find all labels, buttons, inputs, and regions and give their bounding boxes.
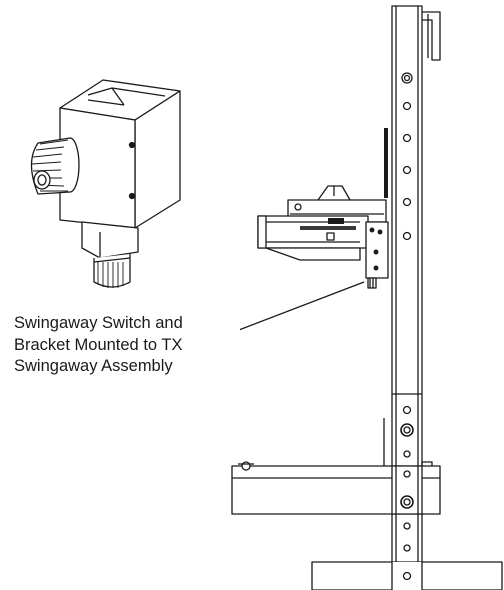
callout-line-1: Swingaway Switch and — [14, 314, 183, 332]
tx-frame-drawing — [217, 5, 503, 590]
callout-label: Swingaway Switch and Bracket Mounted to … — [10, 313, 240, 380]
callout-leader-line — [217, 281, 365, 339]
callout-line-2: Bracket Mounted to TX — [14, 335, 183, 354]
swingaway-switch-drawing — [30, 79, 181, 288]
callout-line-3: Swingaway Assembly — [14, 357, 173, 375]
switch-bracket-assembly — [257, 185, 389, 289]
lower-arm — [231, 461, 441, 515]
